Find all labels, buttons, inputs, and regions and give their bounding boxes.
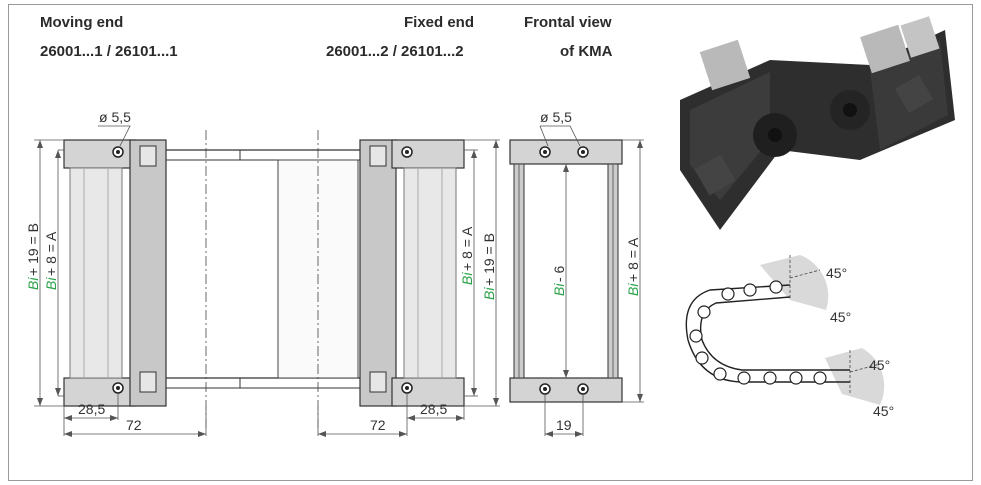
svg-text:- 6: - 6: [551, 265, 567, 282]
svg-text:Bi: Bi: [43, 277, 59, 290]
chain-bend-schematic: 45° 45° 45° 45°: [685, 255, 894, 419]
svg-text:Bi: Bi: [551, 283, 567, 296]
svg-text:+ 19 = B: + 19 = B: [481, 233, 497, 286]
product-photo: [680, 16, 955, 230]
dim-72: 72: [370, 417, 386, 433]
moving-end-title: Moving end: [40, 14, 124, 31]
top-bracket: [63, 139, 137, 169]
frontal-view: [509, 139, 623, 403]
frontal-view-subtitle: of KMA: [560, 43, 613, 60]
label-bi-plus19-b-moving: Bi + 19 = B: [25, 223, 41, 290]
dim-28-5: 28,5: [78, 401, 105, 417]
bottom-bracket: [63, 377, 137, 407]
label-bi-plus8-a-frontal: Bi + 8 = A: [625, 237, 641, 296]
moving-end-view: [63, 130, 268, 430]
angle-label: 45°: [873, 403, 894, 419]
diameter-label: ø 5,5: [540, 109, 572, 125]
moving-end-part-numbers: 26001...1 / 26101...1: [40, 43, 178, 60]
svg-text:+ 19 = B: + 19 = B: [25, 223, 41, 276]
side-plate: [129, 139, 167, 407]
side-plate: [359, 139, 397, 407]
angle-label: 45°: [830, 309, 851, 325]
svg-text:+ 8 = A: + 8 = A: [459, 226, 475, 271]
svg-text:Bi: Bi: [625, 283, 641, 296]
dim-28-5: 28,5: [420, 401, 447, 417]
side-strip: [403, 167, 457, 379]
svg-text:Bi: Bi: [25, 277, 41, 290]
dim-72: 72: [126, 417, 142, 433]
fixed-end-title: Fixed end: [404, 14, 475, 31]
top-bracket: [509, 139, 623, 165]
frontal-view-title: Frontal view: [524, 14, 612, 31]
fixed-end-part-numbers: 26001...2 / 26101...2: [326, 43, 464, 60]
angle-label: 45°: [869, 357, 890, 373]
fixed-end-view: [268, 130, 465, 430]
label-bi-minus6-frontal: Bi - 6: [551, 265, 567, 296]
dimension-arrows: [37, 140, 643, 437]
svg-text:Bi: Bi: [481, 287, 497, 300]
side-strip: [69, 167, 123, 379]
svg-text:Bi: Bi: [459, 272, 475, 285]
angle-label: 45°: [826, 265, 847, 281]
bottom-bracket: [509, 377, 623, 403]
svg-text:+ 8 = A: + 8 = A: [43, 231, 59, 276]
label-bi-plus8-a-moving: Bi + 8 = A: [43, 231, 59, 290]
dim-19: 19: [556, 417, 572, 433]
svg-text:+ 8 = A: + 8 = A: [625, 237, 641, 282]
label-bi-plus8-a-fixed: Bi + 8 = A: [459, 226, 475, 285]
label-bi-plus19-b-fixed: Bi + 19 = B: [481, 233, 497, 300]
diameter-label: ø 5,5: [99, 109, 131, 125]
